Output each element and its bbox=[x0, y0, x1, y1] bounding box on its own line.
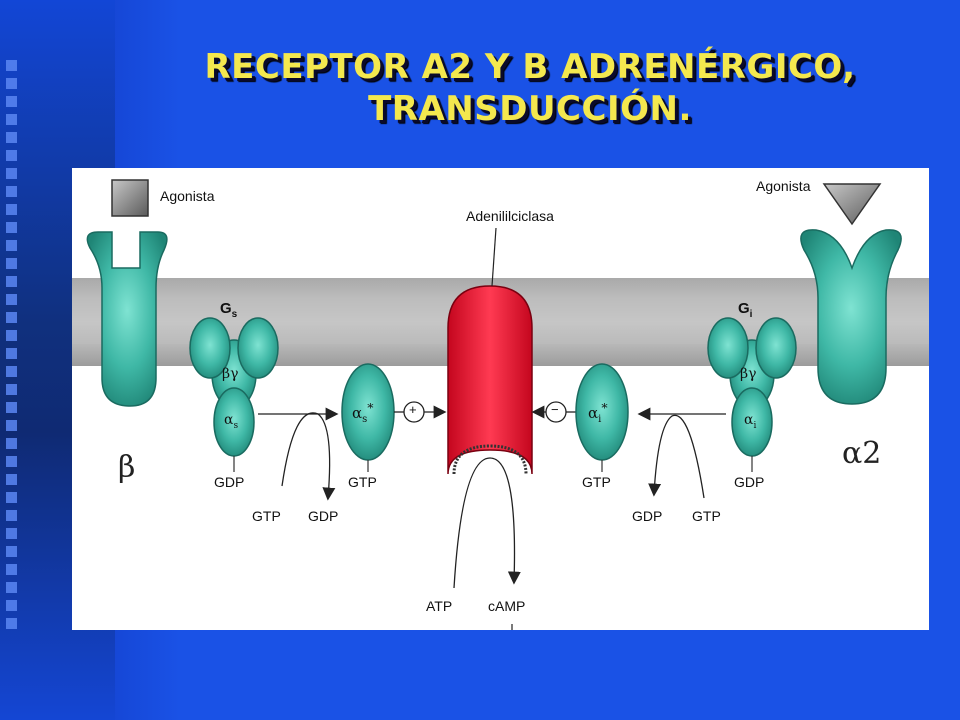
alpha2-symbol: α2 bbox=[842, 436, 882, 471]
gs-exchange-curve bbox=[281, 412, 336, 501]
gi-gdp-label: GDP bbox=[734, 474, 765, 490]
agonist-triangle-right bbox=[822, 183, 882, 226]
agonist-right-label: Agonista bbox=[756, 178, 811, 194]
minus-sign: − bbox=[551, 402, 559, 417]
gi-gtp-in-label: GTP bbox=[692, 508, 721, 524]
gs-alpha-label: αs bbox=[224, 412, 239, 431]
beta-symbol: β bbox=[118, 450, 136, 485]
gs-gdp-out-label: GDP bbox=[308, 508, 339, 524]
gs-gdp-label: GDP bbox=[214, 474, 245, 490]
plus-sign: + bbox=[409, 402, 417, 417]
gi-alpha-label: αi bbox=[744, 412, 757, 431]
gi-lobe-right bbox=[755, 317, 797, 379]
atp-to-camp-arrow bbox=[453, 457, 521, 589]
gi-exchange-curve bbox=[648, 414, 705, 499]
transduction-diagram: Agonista Agonista Adenililciclasa β α2 G… bbox=[72, 168, 929, 630]
gs-gtp-in-label: GTP bbox=[252, 508, 281, 524]
slide-title: RECEPTOR A2 Y B ADRENÉRGICO, TRANSDUCCIÓ… bbox=[120, 46, 940, 130]
beta-receptor bbox=[86, 231, 168, 407]
diagram-graphics bbox=[72, 179, 929, 630]
gi-gdp-out-label: GDP bbox=[632, 508, 663, 524]
camp-label: cAMP bbox=[488, 598, 526, 614]
title-line-2: TRANSDUCCIÓN. bbox=[368, 89, 692, 129]
gi-lobe-left bbox=[707, 317, 749, 379]
alpha-s-gtp-label: GTP bbox=[348, 474, 377, 490]
alpha-s-star-label: αs* bbox=[352, 400, 374, 425]
cyclase-label: Adenililciclasa bbox=[466, 208, 554, 224]
title-line-1: RECEPTOR A2 Y B ADRENÉRGICO, bbox=[204, 47, 856, 87]
cyclase-catalytic-pocket bbox=[452, 444, 528, 475]
atp-label: ATP bbox=[426, 598, 453, 614]
agonist-left-label: Agonista bbox=[160, 188, 215, 204]
agonist-square-left bbox=[111, 179, 149, 217]
gi-label: Gi bbox=[738, 300, 753, 320]
gi-bg-label: βγ bbox=[740, 366, 757, 382]
alpha-i-star-label: αi* bbox=[588, 400, 608, 425]
decorative-squares bbox=[6, 60, 24, 636]
gs-bg-label: βγ bbox=[222, 366, 239, 382]
gs-lobe-left bbox=[189, 317, 231, 379]
adenylyl-cyclase bbox=[447, 285, 533, 475]
cyclase-label-pointer bbox=[491, 227, 497, 287]
alpha2-receptor bbox=[800, 229, 902, 405]
gs-label: Gs bbox=[220, 300, 238, 320]
gs-lobe-right bbox=[237, 317, 279, 379]
alpha-i-gtp-label: GTP bbox=[582, 474, 611, 490]
